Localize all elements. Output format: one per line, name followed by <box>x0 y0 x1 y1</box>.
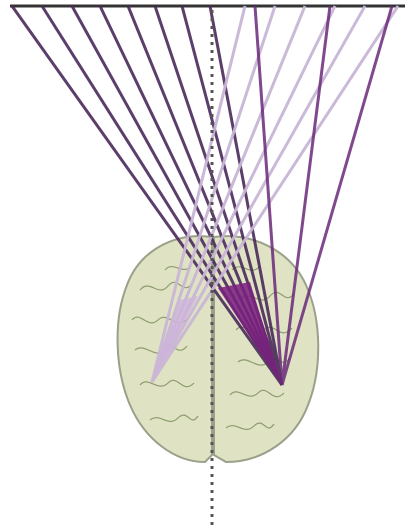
brain-ray-diagram <box>0 0 419 532</box>
